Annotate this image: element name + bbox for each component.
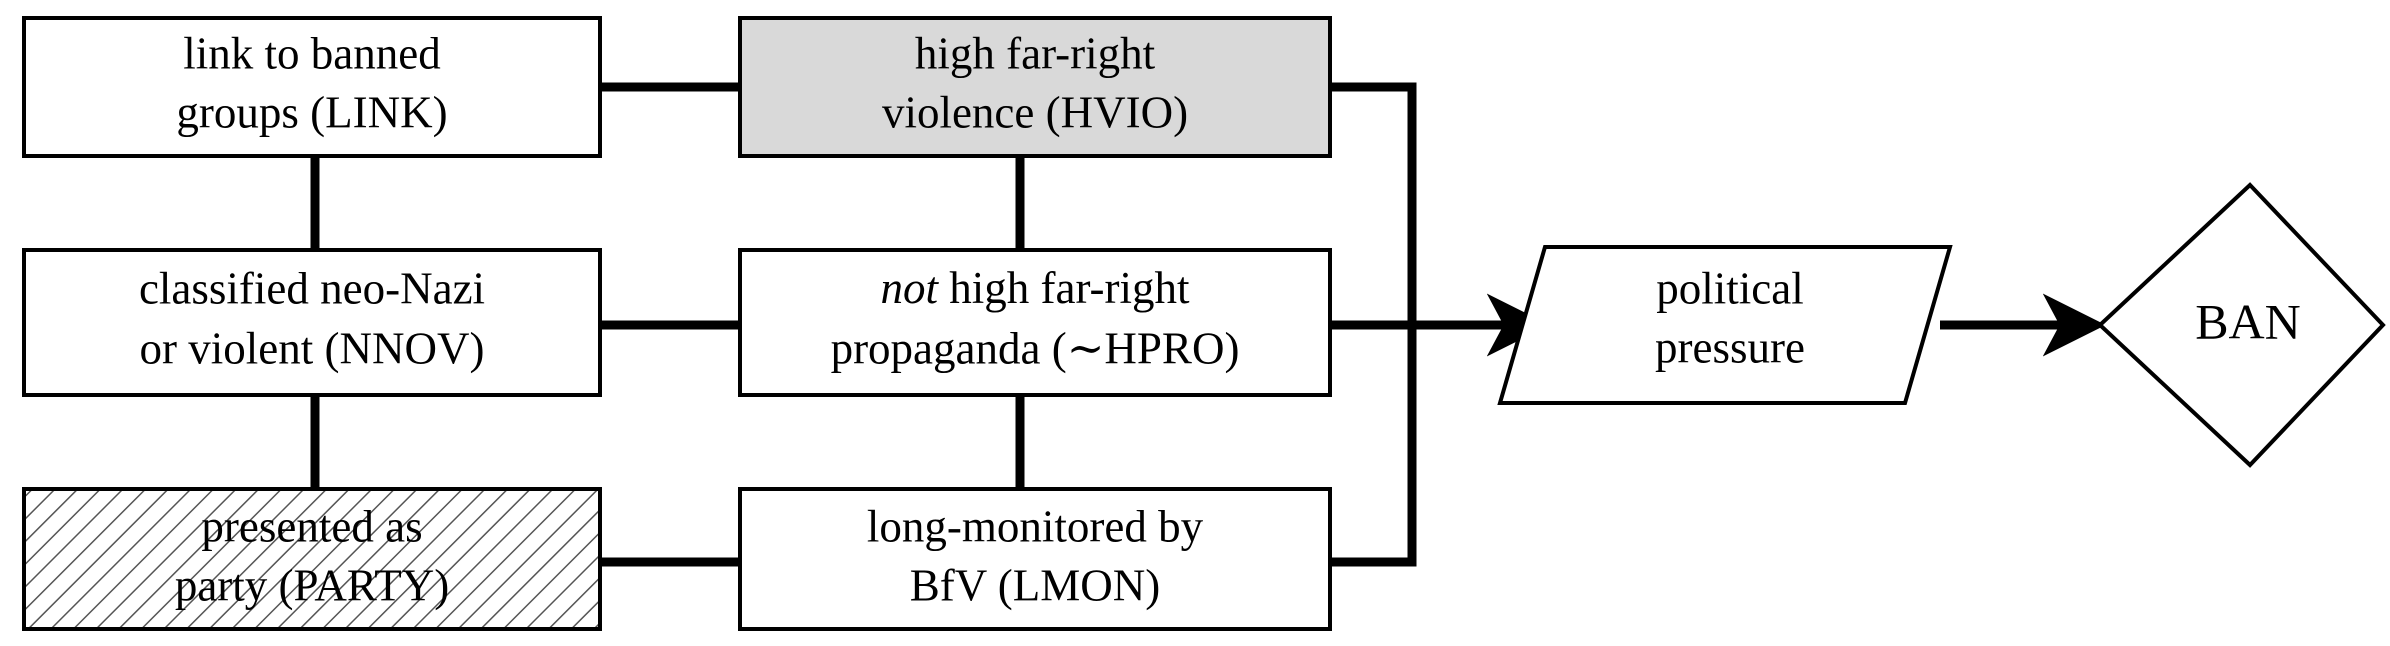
node-nnov-line1: classified neo-Nazi xyxy=(139,263,485,313)
node-hpro-line2: propaganda (∼HPRO) xyxy=(831,323,1240,373)
node-nnov-line2: or violent (NNOV) xyxy=(140,323,485,373)
node-link-shape[interactable] xyxy=(22,16,602,158)
node-link-line2: groups (LINK) xyxy=(176,87,447,137)
node-lmon[interactable]: long-monitored by BfV (LMON) xyxy=(738,487,1332,631)
node-ban-shape[interactable] xyxy=(2097,182,2386,468)
node-link-line1: link to banned xyxy=(183,28,440,78)
node-party-line2: party (PARTY) xyxy=(175,560,449,610)
edge-hvio-bus xyxy=(1330,82,1417,325)
node-nnov[interactable]: classified neo-Nazi or violent (NNOV) xyxy=(22,248,602,397)
node-political-pressure-line1: political xyxy=(1656,263,1803,313)
edge-lmon-bus xyxy=(1330,325,1417,567)
node-party-line1: presented as xyxy=(201,501,422,551)
node-nnov-shape[interactable] xyxy=(22,248,602,397)
node-hvio-shape[interactable] xyxy=(738,16,1332,158)
node-hvio-line2: violence (HVIO) xyxy=(882,87,1188,137)
node-ban-label: BAN xyxy=(2195,293,2301,349)
node-hvio-line1: high far-right xyxy=(915,28,1156,78)
node-hpro-shape[interactable] xyxy=(738,248,1332,397)
node-hvio[interactable]: high far-right violence (HVIO) xyxy=(738,16,1332,158)
node-party-shape[interactable] xyxy=(22,487,602,631)
node-political-pressure[interactable]: political pressure xyxy=(1497,245,1953,405)
node-party[interactable]: presented as party (PARTY) xyxy=(22,487,602,631)
node-lmon-line2: BfV (LMON) xyxy=(910,560,1160,610)
node-lmon-line1: long-monitored by xyxy=(867,501,1204,551)
node-political-pressure-line2: pressure xyxy=(1655,322,1805,372)
node-lmon-shape[interactable] xyxy=(738,487,1332,631)
node-link[interactable]: link to banned groups (LINK) xyxy=(22,16,602,158)
node-political-pressure-shape[interactable] xyxy=(1497,245,1953,405)
node-hpro-line1: not high far-right xyxy=(880,263,1190,313)
node-hpro-line1-rest: high far-right xyxy=(949,263,1190,313)
node-hpro[interactable]: not high far-right propaganda (∼HPRO) xyxy=(738,248,1332,397)
node-hpro-not-word: not xyxy=(880,263,939,313)
node-ban[interactable]: BAN xyxy=(2097,182,2386,468)
